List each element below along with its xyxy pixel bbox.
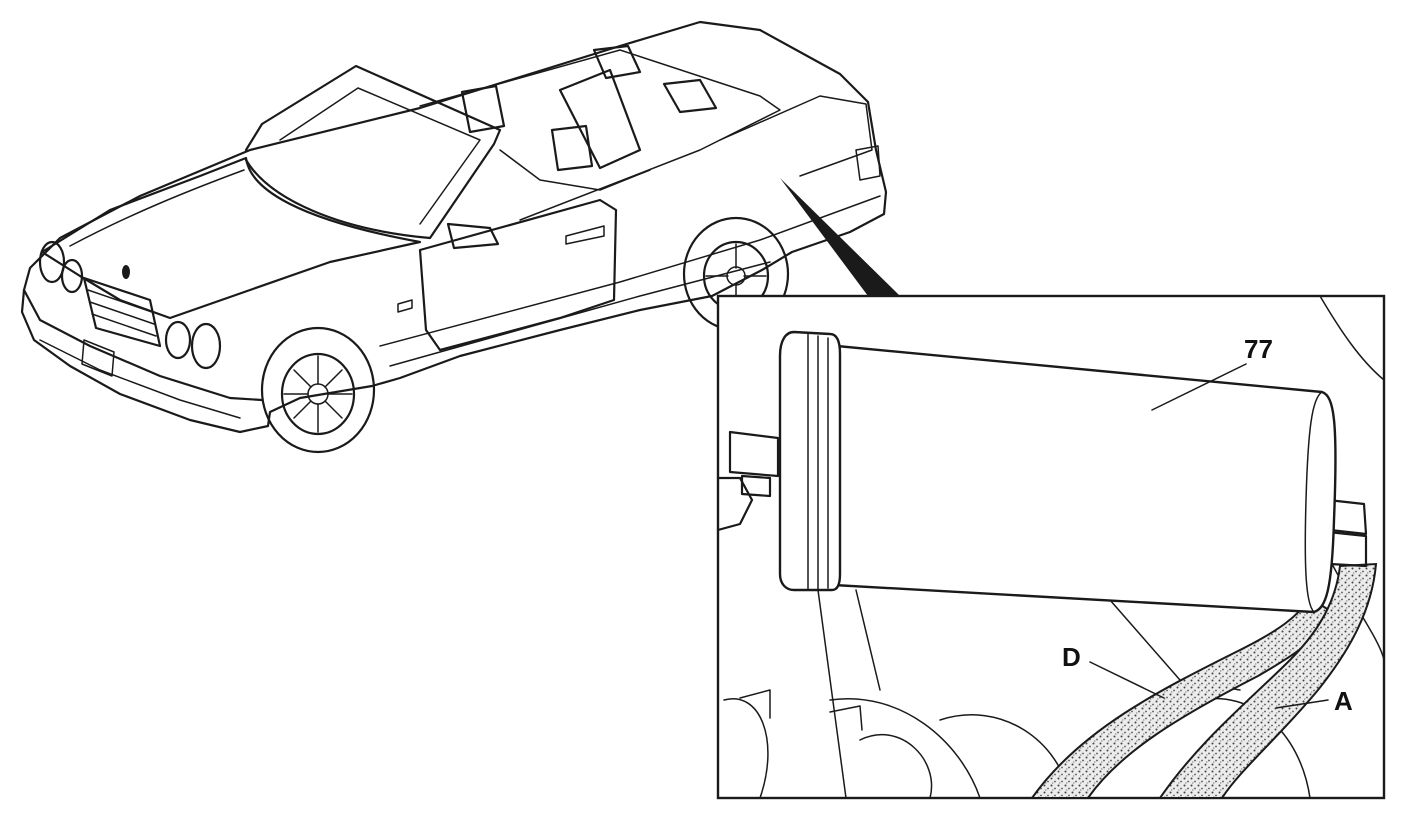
- windshield-glass: [279, 87, 481, 225]
- callout-77: 77: [1244, 334, 1273, 364]
- license-plate: [81, 339, 115, 377]
- hose-a: [1158, 562, 1378, 798]
- headlight-right-inner: [164, 320, 192, 360]
- detail-leader-wedge: [780, 178, 900, 296]
- inlet-fitting-stem: [740, 474, 772, 498]
- callout-a: A: [1334, 686, 1353, 716]
- cabin-rim: [419, 49, 781, 221]
- headlight-left-outer: [38, 240, 66, 284]
- background-loops: [723, 697, 1311, 798]
- side-marker: [397, 299, 413, 313]
- tail-light: [855, 145, 881, 181]
- door-handle: [565, 225, 605, 245]
- rear-headrest-right: [662, 78, 718, 114]
- hood-emblem: [122, 265, 130, 279]
- headlight-right-outer: [190, 322, 222, 370]
- leader-a: [1275, 699, 1329, 709]
- cylinder-right-rim: [1304, 391, 1323, 613]
- rear-headrest-left: [592, 44, 642, 80]
- bumper-lower-line: [39, 339, 241, 419]
- detail-inset: 77 D A: [716, 294, 1386, 800]
- windshield-frame: [244, 64, 502, 240]
- cylinder-end-cap: [778, 330, 842, 592]
- hood-crease: [69, 169, 245, 247]
- front-wheel: [260, 326, 376, 454]
- interior-console: [499, 149, 651, 191]
- front-bumper: [22, 288, 264, 402]
- background-tabs: [739, 689, 863, 731]
- grille-slats: [87, 289, 157, 337]
- inlet-fitting: [728, 430, 780, 478]
- front-seat-right: [550, 124, 594, 172]
- front-grille: [82, 276, 162, 348]
- rocker-line: [389, 261, 771, 367]
- leader-77: [1151, 363, 1247, 411]
- convertible-car-illustration: [20, 20, 888, 454]
- headlight-left-inner: [60, 258, 84, 294]
- callout-d: D: [1062, 642, 1081, 672]
- rear-seat-back: [558, 68, 642, 170]
- leader-d: [1089, 661, 1165, 699]
- cylinder-body: [814, 342, 1337, 614]
- trunk-lid: [719, 95, 873, 177]
- mounting-bracket: [718, 476, 754, 532]
